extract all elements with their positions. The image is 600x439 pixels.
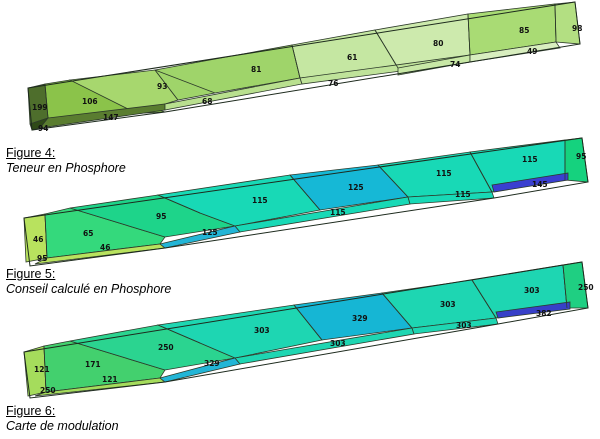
zone-boundary [469,151,493,193]
zone-value-label: 125 [348,183,364,192]
figure-5-subtitle: Conseil calculé en Phosphore [6,282,172,296]
zone-boundary [471,279,497,319]
zone-value-label: 95 [156,212,166,221]
zone-value-label: 115 [522,155,538,164]
side-value-label: 303 [456,321,472,330]
zone-value-label: 250 [158,343,174,352]
side-value-label: 115 [455,190,471,199]
side-value-label: 145 [532,180,548,189]
zone-value-label: 250 [578,283,594,292]
side-value-label: 125 [202,228,218,237]
zone-value-label: 65 [83,229,93,238]
zone-value-label: 95 [576,152,586,161]
figure-5-title: Figure 5: [6,267,56,281]
side-value-label: 74 [450,60,460,69]
side-value-label: 250 [40,386,56,395]
zone-boundary [157,324,201,344]
figure-6-caption: Figure 6: Carte de modulation [6,404,119,434]
zone-value-label: 46 [33,235,43,244]
zone-value-label: 81 [251,65,261,74]
zone-side-strip [469,41,561,63]
side-value-label: 382 [536,309,552,318]
side-value-label: 115 [330,208,346,217]
zone-side-strip [495,301,571,319]
field-outline [27,1,581,131]
field-outline [23,261,589,399]
figure-4-map: 199 106 93 81 61 80 85 98 94 147 68 76 74 49 [27,1,582,133]
zone-boundary [293,304,323,341]
figure-5-map: 46 65 95 115 125 115 115 95 95 46 125 115 115 145 [23,137,589,267]
figure-6-title: Figure 6: [6,404,56,418]
zone-boundary [44,83,49,119]
figure-4-subtitle: Teneur en Phosphore [6,161,126,175]
zone-value-label: 115 [252,196,268,205]
side-value-label: 94 [38,124,48,133]
zone-boundary [562,264,568,309]
zone-boundary [44,213,48,259]
side-value-label: 46 [100,243,110,252]
zone-value-label: 171 [85,360,101,369]
figure-4-caption: Figure 4: Teneur en Phosphore [6,146,126,176]
zone-value-label: 85 [519,26,529,35]
zone-value-label: 98 [572,24,582,33]
figure-5-caption: Figure 5: Conseil calculé en Phosphore [6,267,171,297]
field-outline [23,137,589,267]
zone-boundary [289,174,321,211]
zone-value-label: 303 [524,286,540,295]
zone-value-label: 115 [436,169,452,178]
zone-value-label: 303 [440,300,456,309]
figure-4-title: Figure 4: [6,146,56,160]
zone-value-label: 93 [157,82,167,91]
zone-boundary [377,164,409,198]
side-value-label: 303 [330,339,346,348]
side-value-label: 95 [37,254,47,263]
zone-polygon [154,44,301,101]
zone-boundary [43,345,47,393]
zone-boundary [381,292,413,329]
zone-side-strip [491,172,569,193]
side-value-label: 121 [102,375,118,384]
zone-value-label: 61 [347,53,357,62]
side-value-label: 49 [527,47,537,56]
side-value-label: 76 [328,79,338,88]
side-value-label: 68 [202,97,212,106]
zone-boundary [154,69,216,94]
side-value-label: 329 [204,359,220,368]
zone-value-label: 106 [82,97,98,106]
figure-6-subtitle: Carte de modulation [6,419,119,433]
zone-value-label: 80 [433,39,443,48]
zone-boundary [467,13,471,56]
zone-value-label: 121 [34,365,50,374]
zone-value-label: 199 [32,103,48,112]
zone-boundary [291,44,301,79]
side-value-label: 147 [103,113,119,122]
zone-value-label: 329 [352,314,368,323]
zone-value-label: 303 [254,326,270,335]
zone-boundary [374,29,399,69]
zone-boundary [554,3,557,43]
